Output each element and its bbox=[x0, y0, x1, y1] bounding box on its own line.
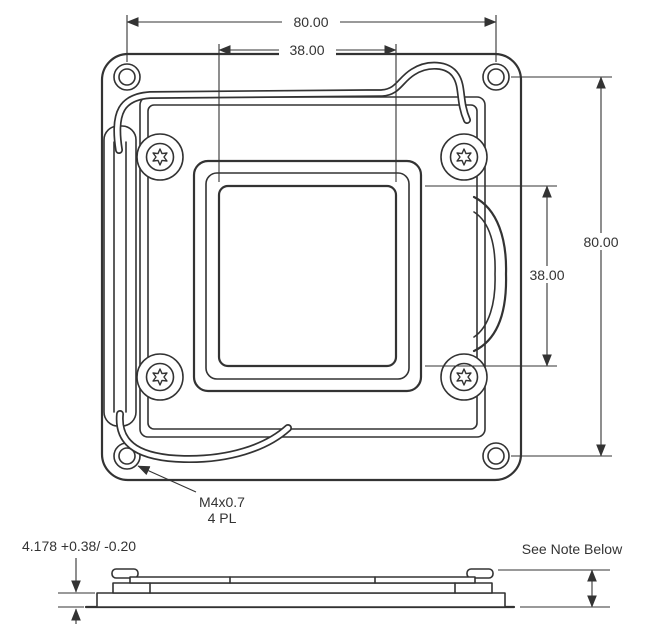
hole-callout-line2: 4 PL bbox=[208, 510, 237, 526]
torx-screw-top-right bbox=[440, 133, 488, 181]
dim-side-height: 4.178 +0.38/ -0.20 bbox=[22, 538, 136, 624]
side-note: See Note Below bbox=[498, 541, 623, 608]
load-lever-wire bbox=[113, 61, 471, 154]
dim-height-inner: 38.00 bbox=[425, 185, 572, 367]
left-tab bbox=[111, 568, 139, 579]
body-base bbox=[96, 592, 506, 608]
dim-width-outer: 80.00 bbox=[126, 13, 497, 62]
socket-opening bbox=[217, 184, 398, 368]
corner-hole-bottom-right bbox=[482, 442, 510, 470]
hole-callout: M4x0.7 4 PL bbox=[137, 465, 245, 526]
leader-line bbox=[137, 465, 197, 493]
torx-screw-top-left bbox=[136, 133, 184, 181]
ilm-frame-inner bbox=[147, 104, 478, 430]
load-lever-wire-fill bbox=[114, 63, 470, 153]
hole-callout-line1: M4x0.7 bbox=[199, 494, 245, 510]
dim-height-inner-label: 38.00 bbox=[529, 267, 564, 283]
dim-text-mask bbox=[523, 266, 572, 283]
dim-text-mask bbox=[279, 41, 336, 58]
side-view bbox=[84, 568, 516, 609]
side-height-label: 4.178 +0.38/ -0.20 bbox=[22, 538, 136, 554]
corner-hole-top-left bbox=[113, 63, 141, 91]
dim-height-outer-label: 80.00 bbox=[583, 234, 618, 250]
right-latch-outer bbox=[472, 195, 508, 353]
body-top bbox=[129, 576, 476, 584]
side-note-label: See Note Below bbox=[522, 541, 623, 557]
dim-text-mask bbox=[282, 13, 340, 30]
dim-height-outer: 80.00 bbox=[511, 76, 626, 457]
lever-handle-wire bbox=[115, 410, 292, 464]
dim-text-mask bbox=[577, 233, 626, 250]
lever-rail-outer bbox=[103, 125, 137, 427]
top-view bbox=[100, 52, 523, 482]
corner-hole-top-right bbox=[482, 63, 510, 91]
dim-width-outer-label: 80.00 bbox=[293, 14, 328, 30]
torx-screw-bottom-right bbox=[440, 353, 488, 401]
lever-handle-fill bbox=[117, 411, 291, 462]
torx-screw-bottom-left bbox=[136, 353, 184, 401]
body-mid bbox=[112, 582, 493, 594]
dim-width-inner-label: 38.00 bbox=[289, 42, 324, 58]
dim-width-inner: 38.00 bbox=[218, 41, 397, 182]
right-latch-inner bbox=[473, 211, 496, 338]
right-tab bbox=[466, 568, 494, 579]
